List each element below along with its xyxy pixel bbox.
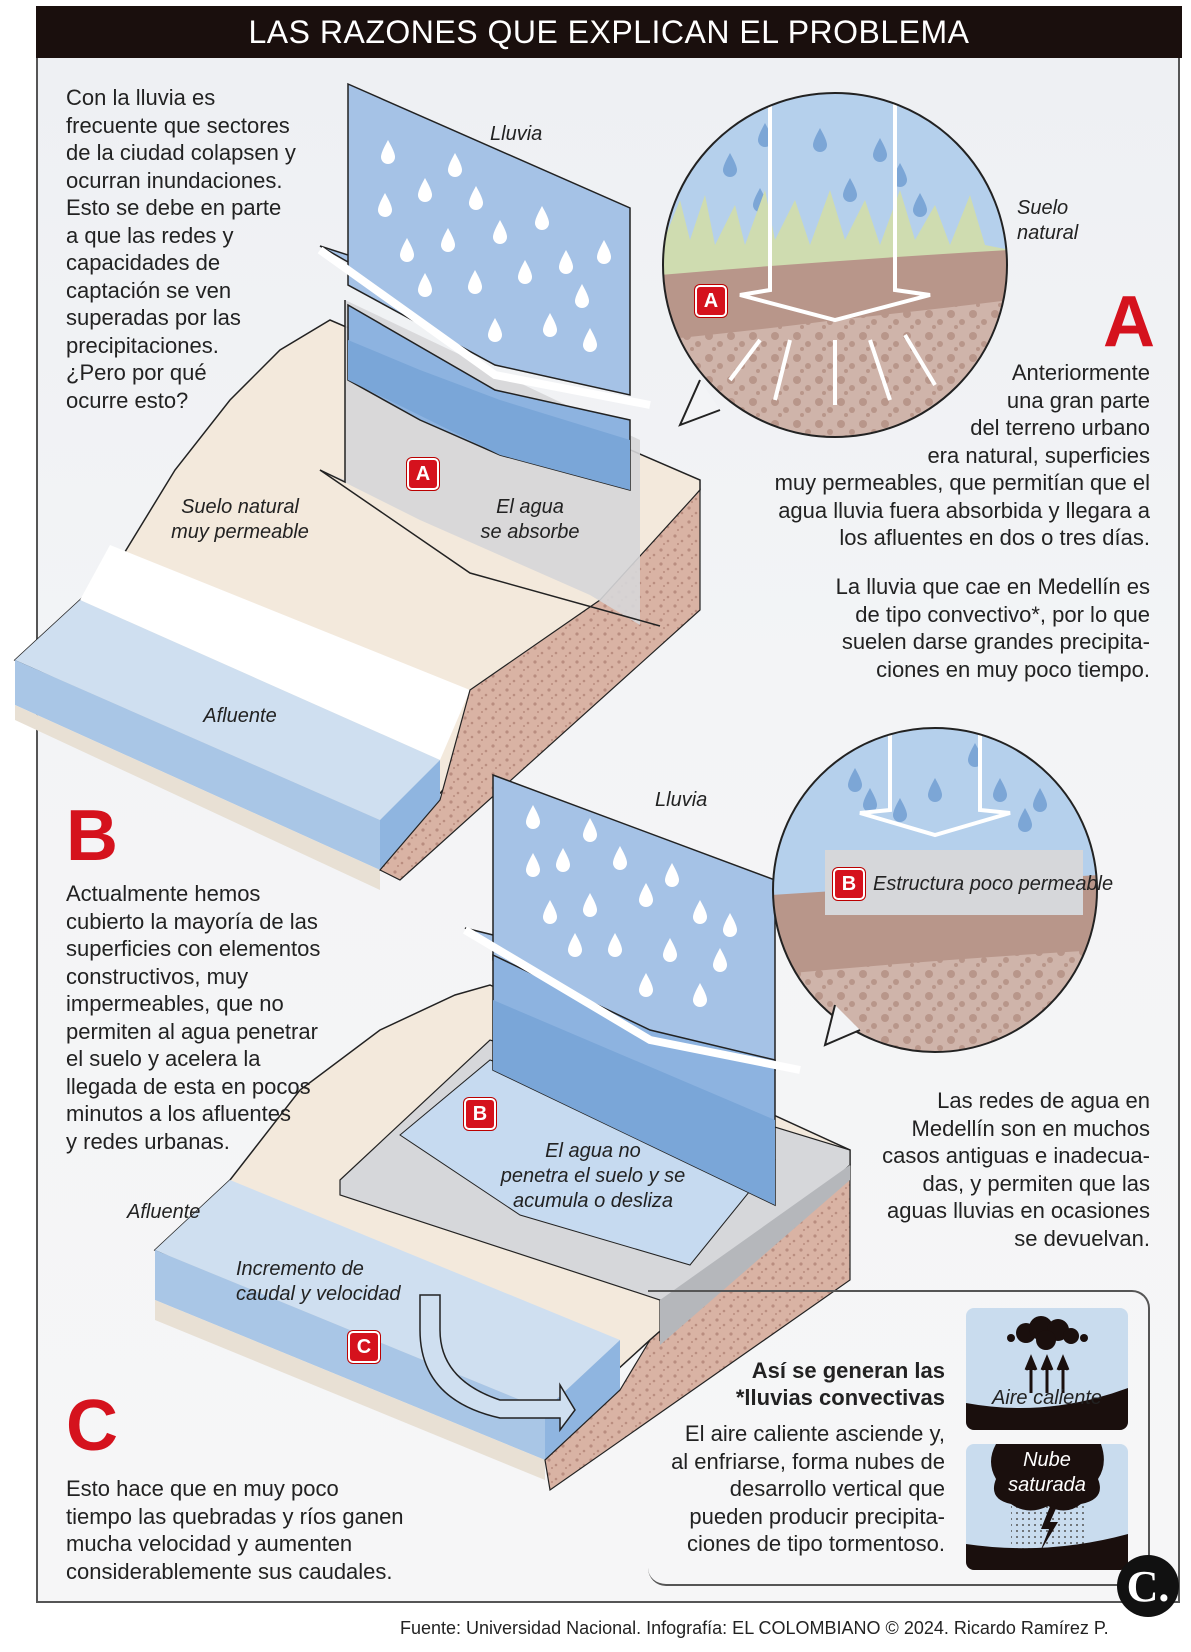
panel-warm-air: Aire caliente	[966, 1308, 1128, 1430]
convective-text: El aire caliente asciende y, al enfriars…	[671, 1421, 945, 1556]
saturated-cloud-label: Nube saturada	[1008, 1449, 1086, 1496]
block-a-illustration	[13, 82, 701, 890]
soil-label: Suelo natural muy permeable	[171, 496, 309, 543]
intro-text: Con la lluvia es frecuente que sectores …	[66, 85, 296, 413]
rain-label-b: Lluvia	[655, 789, 708, 811]
storm-cloud-icon	[966, 1444, 1128, 1570]
circle-a-label: Suelo natural	[1017, 197, 1079, 244]
absorb-label: El agua se absorbe	[480, 496, 580, 543]
panel-saturated-cloud: Nube saturada	[966, 1444, 1128, 1570]
badge-a-block: A	[407, 458, 439, 490]
badge-b-circle: B	[833, 868, 865, 900]
flow-label: Incremento de caudal y velocidad	[236, 1258, 401, 1305]
footer-credit: Fuente: Universidad Nacional. Infografía…	[400, 1618, 1109, 1638]
page-title: LAS RAZONES QUE EXPLICAN EL PROBLEMA	[36, 6, 1182, 58]
circle-b-label: Estructura poco permeable	[873, 873, 1114, 895]
section-letter-b: B	[66, 796, 118, 876]
water-label: El agua no penetra el suelo y se acumula…	[500, 1140, 686, 1212]
warm-air-icon	[966, 1316, 1128, 1430]
badge-b-block: B	[464, 1098, 496, 1130]
convective-intro-text: La lluvia que cae en Medellín es de tipo…	[835, 574, 1150, 682]
river-label-a: Afluente	[203, 705, 277, 727]
zoom-circle-a	[663, 93, 1007, 437]
section-letter-c: C	[66, 1386, 118, 1466]
networks-text: Las redes de agua en Medellín son en muc…	[882, 1088, 1150, 1251]
convective-info-box	[648, 1290, 1150, 1586]
rain-label-a: Lluvia	[490, 123, 543, 145]
badge-a-circle: A	[695, 285, 727, 317]
section-a-text: Anteriormente una gran parte del terreno…	[774, 360, 1150, 550]
river-label-c: Afluente	[127, 1201, 201, 1223]
section-letter-a: A	[1103, 282, 1155, 362]
publisher-logo: C.	[1117, 1555, 1179, 1617]
warm-air-label: Aire caliente	[991, 1387, 1103, 1409]
convective-title: Así se generan las *lluvias convectivas	[735, 1358, 945, 1410]
badge-c: C	[348, 1331, 380, 1363]
section-b-text: Actualmente hemos cubierto la mayoría de…	[66, 881, 321, 1154]
section-c-text: Esto hace que en muy poco tiempo las que…	[66, 1476, 404, 1584]
